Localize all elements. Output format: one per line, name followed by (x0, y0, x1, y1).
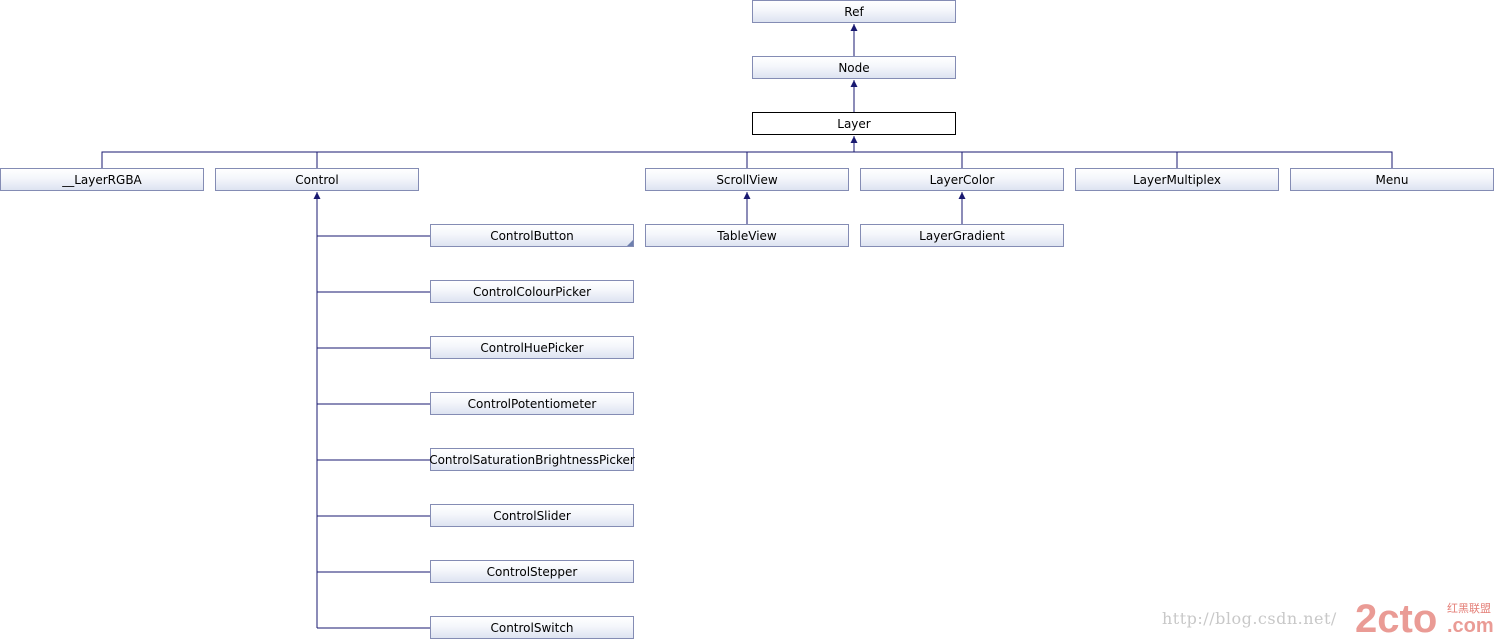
node-layer-gradient[interactable]: LayerGradient (860, 224, 1064, 247)
node-control-switch[interactable]: ControlSwitch (430, 616, 634, 639)
node-control-colour-picker[interactable]: ControlColourPicker (430, 280, 634, 303)
node-scroll-view[interactable]: ScrollView (645, 168, 849, 191)
node-control-hue-picker-label: ControlHuePicker (480, 340, 584, 355)
node-layer-rgba-label: __LayerRGBA (62, 172, 142, 187)
node-control-label: Control (295, 172, 339, 187)
node-ref[interactable]: Ref (752, 0, 956, 23)
node-layer-label: Layer (837, 116, 871, 131)
node-control-colour-picker-label: ControlColourPicker (472, 284, 592, 299)
node-layer-gradient-label: LayerGradient (919, 228, 1005, 243)
node-control-stepper-label: ControlStepper (486, 564, 578, 579)
more-subclasses-icon (627, 240, 633, 246)
node-control-slider[interactable]: ControlSlider (430, 504, 634, 527)
node-layer-color-label: LayerColor (929, 172, 995, 187)
node-layer-multiplex-label: LayerMultiplex (1132, 172, 1221, 187)
watermark-logo-domain: .com (1447, 615, 1494, 637)
node-menu-label: Menu (1375, 172, 1409, 187)
node-scroll-view-label: ScrollView (716, 172, 778, 187)
node-control-saturation-brightness-picker[interactable]: ControlSaturationBrightnessPicker (429, 448, 635, 471)
node-layer-multiplex[interactable]: LayerMultiplex (1075, 168, 1279, 191)
node-control-hue-picker[interactable]: ControlHuePicker (430, 336, 634, 359)
watermark-url: http://blog.csdn.net/ (1162, 609, 1337, 628)
node-control-stepper[interactable]: ControlStepper (430, 560, 634, 583)
node-ref-label: Ref (844, 4, 864, 19)
node-menu[interactable]: Menu (1290, 168, 1494, 191)
node-node[interactable]: Node (752, 56, 956, 79)
node-table-view-label: TableView (717, 228, 777, 243)
watermark-logo-text: 2cto (1355, 597, 1437, 640)
node-layer-rgba[interactable]: __LayerRGBA (0, 168, 204, 191)
node-control-slider-label: ControlSlider (493, 508, 571, 523)
node-layer-color[interactable]: LayerColor (860, 168, 1064, 191)
node-control-saturation-brightness-picker-label: ControlSaturationBrightnessPicker (429, 452, 635, 467)
node-control-switch-label: ControlSwitch (490, 620, 574, 635)
watermark-logo: 2cto 红黑联盟 .com (1355, 597, 1494, 640)
node-control-button[interactable]: ControlButton (430, 224, 634, 247)
node-table-view[interactable]: TableView (645, 224, 849, 247)
node-node-label: Node (838, 60, 870, 75)
node-layer: Layer (752, 112, 956, 135)
node-control[interactable]: Control (215, 168, 419, 191)
watermark-logo-cn: 红黑联盟 (1447, 602, 1491, 615)
node-control-potentiometer-label: ControlPotentiometer (467, 396, 597, 411)
node-control-potentiometer[interactable]: ControlPotentiometer (430, 392, 634, 415)
node-control-button-label: ControlButton (490, 228, 574, 243)
